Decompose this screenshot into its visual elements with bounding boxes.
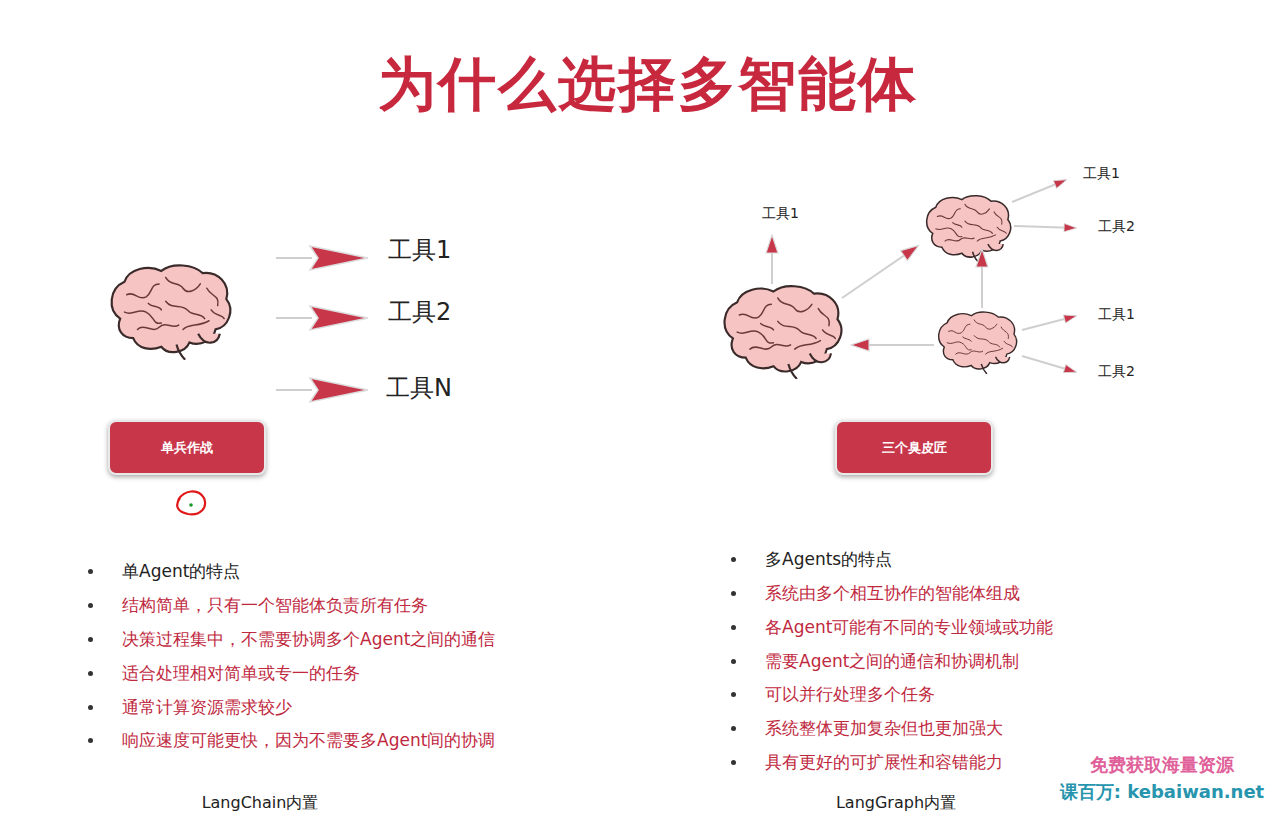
button-label: 单兵作战 (161, 439, 213, 457)
bullet-item: 结构简单，只有一个智能体负责所有任务 (122, 595, 428, 615)
button-label: 三个臭皮匠 (882, 439, 947, 457)
bullet-item: 决策过程集中，不需要协调多个Agent之间的通信 (122, 629, 495, 649)
watermark: 课百万: kebaiwan.net (1060, 781, 1264, 803)
tool-label: 工具1 (1083, 165, 1120, 182)
tool-label: 工具2 (388, 298, 451, 327)
tool-label: 工具1 (762, 205, 799, 222)
bullet-dot (88, 738, 93, 743)
bullet-item: 适合处理相对简单或专一的任务 (122, 663, 360, 683)
bullet-dot (731, 591, 736, 596)
bullet-item: 系统由多个相互协作的智能体组成 (765, 583, 1020, 603)
tool-label: 工具2 (1098, 218, 1135, 235)
bullet-dot (88, 637, 93, 642)
tool-label: 工具1 (388, 236, 451, 265)
caption-label: LangChain内置 (202, 793, 319, 812)
bullet-item: 通常计算资源需求较少 (122, 697, 292, 717)
bullet-item: 各Agent可能有不同的专业领域或功能 (765, 617, 1053, 637)
bullet-heading: 多Agents的特点 (765, 549, 892, 569)
bullet-dot (88, 671, 93, 676)
bullet-dot (731, 760, 736, 765)
bullet-dot (731, 557, 736, 562)
watermark: 免费获取海量资源 (1090, 754, 1234, 776)
caption-label: LangGraph内置 (836, 793, 956, 812)
bullet-dot (731, 625, 736, 630)
bullet-item: 系统整体更加复杂但也更加强大 (765, 718, 1003, 738)
bullet-dot (88, 705, 93, 710)
bullet-item: 具有更好的可扩展性和容错能力 (765, 752, 1003, 772)
button-box: 单兵作战 (108, 420, 266, 475)
bullet-dot (88, 603, 93, 608)
tool-label: 工具1 (1098, 306, 1135, 323)
button-box: 三个臭皮匠 (835, 420, 993, 475)
bullet-dot (731, 726, 736, 731)
bullet-item: 响应速度可能更快，因为不需要多Agent间的协调 (122, 730, 495, 750)
bullet-dot (731, 692, 736, 697)
bullet-item: 需要Agent之间的通信和协调机制 (765, 651, 1019, 671)
bullet-dot (88, 569, 93, 574)
bullet-heading: 单Agent的特点 (122, 561, 240, 581)
bullet-dot (731, 659, 736, 664)
tool-label: 工具N (386, 374, 452, 403)
tool-label: 工具2 (1098, 363, 1135, 380)
title: 为什么选择多智能体 (378, 50, 918, 120)
bullet-item: 可以并行处理多个任务 (765, 684, 935, 704)
